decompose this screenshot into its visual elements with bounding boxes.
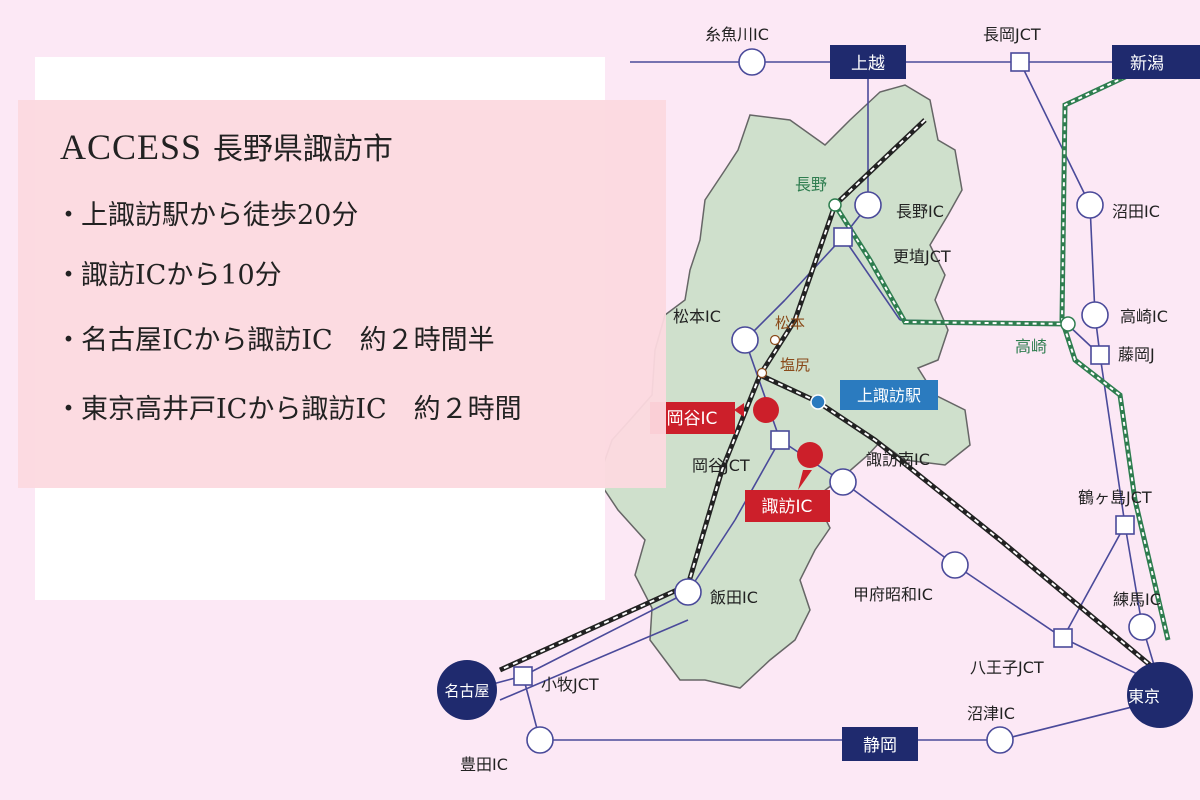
- label-matsumoto-ic: 松本IC: [673, 307, 721, 326]
- label-tsurugashima-jct: 鶴ヶ島JCT: [1078, 488, 1152, 507]
- station-kami-suwa-badge: [840, 380, 938, 410]
- label-nagano-ic: 長野IC: [896, 202, 944, 221]
- ic-numazu-marker: [986, 726, 1014, 754]
- jct-fujioka-marker: [1090, 345, 1110, 365]
- jct-tsurugashima-marker: [1115, 515, 1135, 535]
- ic-numata-marker: [1076, 191, 1104, 219]
- city-shizuoka-label: 静岡: [863, 736, 897, 756]
- jct-nagaoka-marker: [1010, 52, 1030, 72]
- station-shiojiri-label: 塩尻: [780, 356, 810, 374]
- suwa-ic-label: 諏訪IC: [762, 497, 813, 517]
- ic-kofu-showa-marker: [941, 551, 969, 579]
- okaya-ic-label: 岡谷IC: [667, 409, 718, 429]
- bullet: ・: [55, 325, 82, 356]
- access-item-text: 名古屋ICから諏訪IC 約２時間半: [81, 325, 495, 356]
- station-matsumoto-marker: [769, 334, 781, 346]
- city-joetsu-label: 上越: [851, 54, 885, 74]
- label-numata-ic: 沼田IC: [1112, 202, 1160, 221]
- station-takasaki-marker: [1060, 316, 1076, 332]
- access-title-en: ACCESS: [60, 127, 203, 167]
- city-nagoya-circle: [437, 660, 497, 720]
- label-hachioji-jct: 八王子JCT: [970, 658, 1044, 677]
- label-okaya-jct: 岡谷JCT: [692, 456, 750, 475]
- ic-nerima-marker: [1128, 613, 1156, 641]
- bullet: ・: [55, 394, 82, 425]
- station-kami-suwa-label: 上諏訪駅: [857, 386, 921, 405]
- station-nagano-label: 長野: [795, 175, 827, 194]
- suwa-ic-dot: [797, 442, 823, 468]
- city-joetsu-box: [830, 45, 906, 79]
- ic-suwa-minami-marker: [829, 468, 857, 496]
- jct-koshoku-marker: [833, 227, 853, 247]
- ic-markers: [526, 48, 1156, 754]
- access-item: ・名古屋ICから諏訪IC 約２時間半: [55, 318, 495, 357]
- label-itoigawa: 糸魚川IC: [705, 25, 769, 44]
- city-niigata-box: [1112, 45, 1200, 79]
- ic-labels: 糸魚川IC 長岡JCT 長野IC 更埴JCT 沼田IC 高崎IC 藤岡J 松本I…: [460, 25, 1168, 774]
- access-item: ・東京高井戸ICから諏訪IC 約２時間: [55, 387, 522, 426]
- ic-itoigawa-marker: [738, 48, 766, 76]
- jct-komaki-marker: [513, 666, 533, 686]
- jct-hachioji-marker: [1053, 628, 1073, 648]
- label-iida-ic: 飯田IC: [710, 588, 758, 607]
- station-markers: 長野 高崎 松本 塩尻 上諏訪駅: [756, 175, 1076, 410]
- city-niigata-label: 新潟: [1130, 54, 1164, 74]
- access-item-text: 諏訪ICから10分: [81, 260, 282, 291]
- jct-markers: [513, 52, 1135, 686]
- city-tokyo-label: 東京: [1128, 687, 1160, 706]
- city-nagoya-label: 名古屋: [444, 682, 489, 700]
- city-boxes: 上越 新潟 静岡 名古屋 東京: [437, 45, 1200, 761]
- bullet: ・: [55, 200, 82, 231]
- label-takasaki-ic: 高崎IC: [1120, 307, 1168, 326]
- label-nagaoka-jct: 長岡JCT: [983, 25, 1041, 44]
- suwa-ic-badge: [745, 490, 830, 522]
- bullet: ・: [55, 260, 82, 291]
- okaya-ic-dot: [753, 397, 779, 423]
- access-item: ・上諏訪駅から徒歩20分: [55, 193, 358, 232]
- station-nagano-marker: [828, 198, 842, 212]
- station-shiojiri-marker: [756, 367, 768, 379]
- jct-okaya-marker: [770, 430, 790, 450]
- station-takasaki-label: 高崎: [1015, 337, 1047, 356]
- city-tokyo-circle: [1127, 662, 1193, 728]
- access-info-box: [18, 100, 666, 488]
- label-suwa-minami-ic: 諏訪南IC: [866, 450, 930, 469]
- ic-nagano-marker: [854, 191, 882, 219]
- label-nerima-ic: 練馬IC: [1113, 590, 1161, 609]
- ic-takasaki-marker: [1081, 301, 1109, 329]
- access-item-text: 東京高井戸ICから諏訪IC 約２時間: [81, 394, 522, 425]
- station-matsumoto-label: 松本: [775, 314, 805, 332]
- station-kami-suwa-marker: [810, 394, 826, 410]
- access-item-text: 上諏訪駅から徒歩20分: [81, 200, 359, 231]
- label-kofu-showa-ic: 甲府昭和IC: [853, 585, 933, 604]
- ic-matsumoto-marker: [731, 326, 759, 354]
- label-komaki-jct: 小牧JCT: [541, 675, 599, 694]
- label-numazu-ic: 沼津IC: [967, 704, 1015, 723]
- label-fujioka-jct: 藤岡J: [1118, 345, 1155, 364]
- ic-iida-marker: [674, 578, 702, 606]
- access-title: ACCESS 長野県諏訪市: [60, 124, 393, 168]
- label-koshoku-jct: 更埴JCT: [893, 247, 951, 266]
- city-shizuoka-box: [842, 727, 918, 761]
- access-item: ・諏訪ICから10分: [55, 253, 282, 292]
- access-title-location: 長野県諏訪市: [212, 132, 393, 167]
- label-toyota-ic: 豊田IC: [460, 755, 508, 774]
- ic-toyota-marker: [526, 726, 554, 754]
